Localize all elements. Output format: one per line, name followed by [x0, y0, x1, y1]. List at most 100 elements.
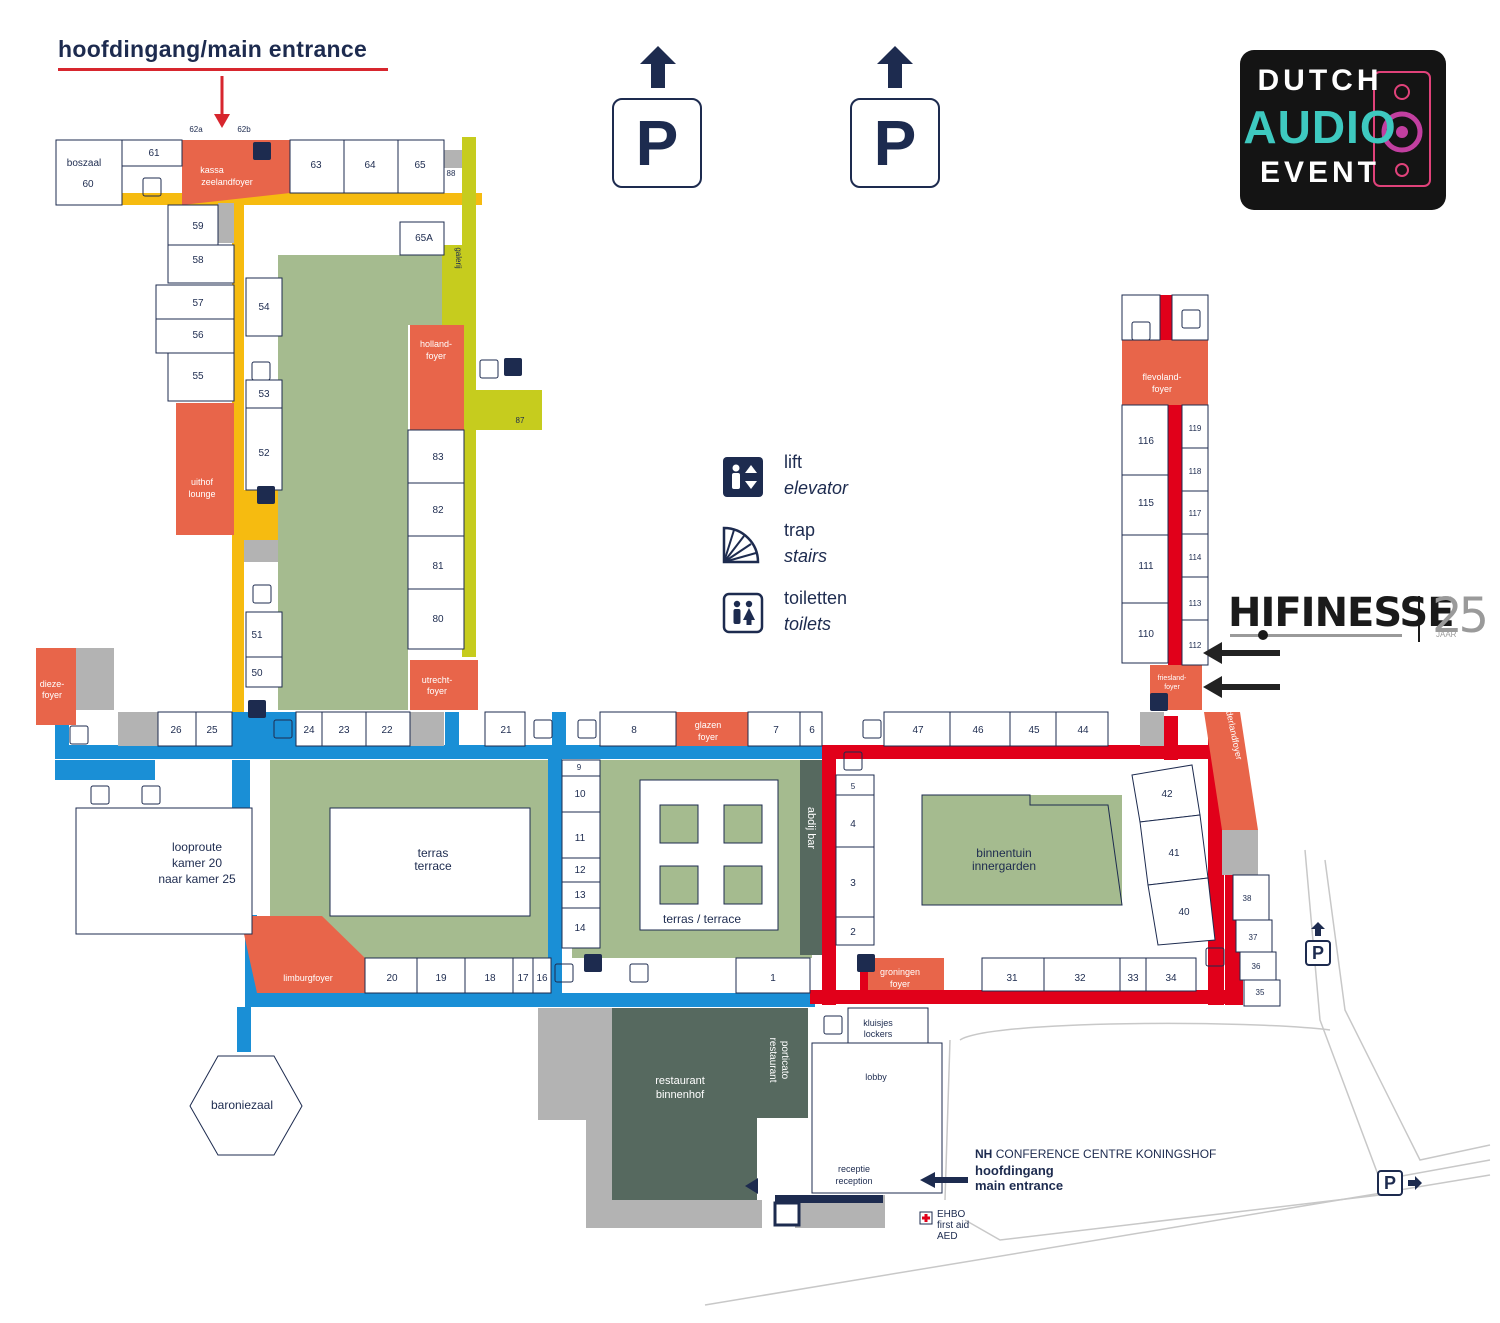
entrance-arrow-icon [214, 114, 230, 128]
parking-up-arrow-icon [877, 46, 913, 88]
room-label-r13: 13 [574, 890, 586, 901]
room-label-r45: 45 [1028, 725, 1040, 736]
room-label-r20: 20 [386, 973, 398, 984]
room-label-r40: 40 [1178, 907, 1190, 918]
room-label-r58: 58 [192, 255, 204, 266]
room-label-utrecht1: utrecht- [422, 675, 453, 685]
aed-label: AED [937, 1231, 958, 1242]
room-label-boszaal: boszaal [67, 158, 101, 169]
hifinesse-underline [1230, 634, 1402, 637]
room-label-r6: 6 [809, 725, 815, 736]
room-label-r18: 18 [484, 973, 496, 984]
title-underline [58, 68, 388, 71]
room-label-zeelandfoyer: zeelandfoyer [201, 177, 253, 187]
room-label-r23: 23 [338, 725, 350, 736]
room-label-r88: 88 [447, 169, 456, 178]
outdoor-paths [704, 849, 1491, 1306]
service-areas [76, 150, 1258, 1228]
room-label-uithof1: uithof [191, 477, 214, 487]
room-label-r35: 35 [1256, 988, 1265, 997]
room-label-porticato2: porticato [779, 1041, 790, 1080]
room-label-dieze1: dieze- [40, 679, 65, 689]
room-label-terras3: terras / terrace [663, 912, 741, 926]
parking-sign-small: P [1305, 940, 1331, 966]
legend-toilets-label-en: toilets [784, 614, 832, 634]
terras-center-area [639, 779, 779, 931]
room-label-r81: 81 [432, 561, 444, 572]
room-label-looproute3: naar kamer 25 [158, 872, 236, 886]
room-label-r25: 25 [206, 725, 218, 736]
room-label-r54: 54 [258, 302, 270, 313]
room-label-r61: 61 [148, 148, 160, 159]
room-label-r53: 53 [258, 389, 270, 400]
hifinesse-separator [1418, 596, 1420, 642]
room-label-r116: 116 [1138, 436, 1154, 447]
legend-toilets-label: toiletten [784, 588, 848, 608]
room-label-r31: 31 [1006, 973, 1018, 984]
room-label-r87: 87 [516, 416, 525, 425]
room-label-groningen1: groningen [880, 967, 920, 977]
room-label-utrecht2: foyer [427, 686, 447, 696]
room-label-r2: 2 [850, 927, 856, 938]
room-label-looproute1: looproute [172, 840, 222, 854]
room-label-r52: 52 [258, 448, 270, 459]
room-label-r16: 16 [536, 973, 548, 984]
room-label-terras2: terrace [414, 859, 452, 873]
room-label-looproute2: kamer 20 [172, 856, 222, 870]
room-label-r65: 65 [414, 160, 426, 171]
room-label-r65a: 65A [415, 233, 433, 244]
room-label-r4: 4 [850, 819, 856, 830]
room-label-restaurant2: binnenhof [656, 1089, 705, 1101]
room-label-r11: 11 [575, 833, 586, 844]
first-aid-label: EHBO first aid AED [937, 1209, 969, 1242]
room-label-abdij: abdij bar [805, 807, 817, 850]
room-label-porticato1: restaurant [767, 1037, 778, 1082]
room-label-terras1: terras [418, 846, 449, 860]
parking-sign-small: P [1377, 1170, 1403, 1196]
room-label-r37: 37 [1249, 933, 1258, 942]
room-label-flevo2: foyer [1152, 384, 1172, 394]
legend-lift: lift elevator [722, 452, 922, 508]
legend-toilets: toiletten toilets [722, 588, 922, 644]
room-label-holland2: foyer [426, 351, 446, 361]
room-label-limburg: limburgfoyer [283, 973, 333, 983]
room-label-r44: 44 [1077, 725, 1089, 736]
room-label-kassa: kassa [200, 165, 224, 175]
room-label-holland1: holland- [420, 339, 452, 349]
baroniezaal-hexagon [189, 1055, 303, 1156]
venue-title: CONFERENCE CENTRE KONINGSHOF [995, 1147, 1217, 1161]
room-label-r10: 10 [574, 789, 586, 800]
logo-text-audio: AUDIO [1243, 101, 1397, 153]
room-label-uithof2: lounge [188, 489, 215, 499]
room-label-r12: 12 [574, 865, 586, 876]
logo-text-event: EVENT [1259, 156, 1381, 189]
room-label-galerij: galerij [454, 247, 463, 269]
dark-green-areas [612, 760, 822, 1203]
stairs-icon [722, 526, 760, 564]
room-label-r36: 36 [1252, 962, 1261, 971]
room-label-r80: 80 [432, 614, 444, 625]
parking-up-arrow-icon [1311, 922, 1325, 936]
room-label-r9: 9 [577, 763, 582, 772]
room-label-flevo1: flevoland- [1142, 372, 1181, 382]
room-label-r113: 113 [1189, 599, 1202, 608]
restaurant-arrow-icon [745, 1178, 758, 1194]
main-entrance-label-en: main entrance [975, 1178, 1064, 1193]
room-label-r117: 117 [1189, 509, 1202, 518]
first-aid-text: first aid [937, 1220, 970, 1231]
room-label-r42: 42 [1161, 789, 1173, 800]
lift-icon-group [248, 142, 1168, 972]
room-label-lobby: lobby [865, 1072, 887, 1082]
main-entrance-label-nl: hoofdingang [975, 1163, 1054, 1178]
venue-brand: NH [975, 1147, 993, 1161]
toilets-icon [722, 592, 764, 634]
parking-sign-right: P [850, 98, 940, 188]
room-label-baroniezaal: baroniezaal [211, 1098, 273, 1112]
room-label-r112: 112 [1189, 641, 1202, 650]
room-label-fries1: friesland- [1158, 675, 1187, 682]
main-entrance-arrow-icon [920, 1172, 935, 1188]
room-label-r57: 57 [192, 298, 204, 309]
room-label-r47: 47 [912, 725, 924, 736]
room-label-receptie2: reception [835, 1176, 872, 1186]
